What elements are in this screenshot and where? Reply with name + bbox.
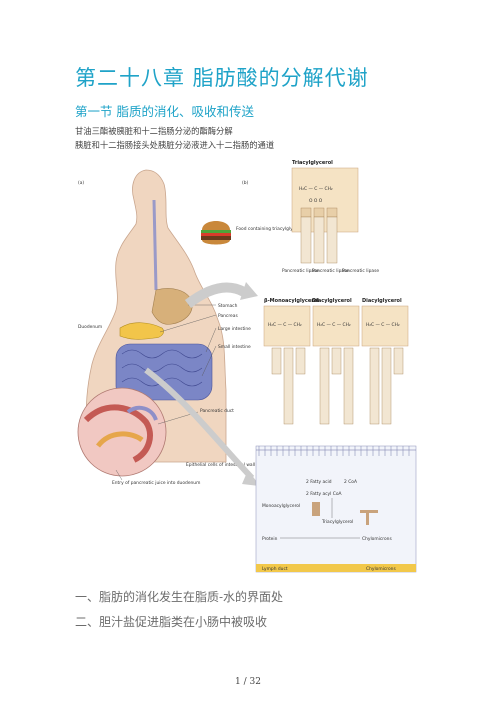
pancreatic-duct-label: Pancreatic duct — [200, 408, 234, 414]
lipid-digestion-figure: (a) (b) Stomach Pancreas Large intestine… — [77, 160, 417, 573]
svg-text:H₂C — C — CH₂: H₂C — C — CH₂ — [268, 322, 302, 328]
triacylglycerol-title: Triacylglycerol — [292, 160, 333, 166]
organ-label-stomach: Stomach — [218, 303, 238, 309]
triacylglycerol-molecule: Triacylglycerol H₂C — C — CH₂ O O O — [291, 160, 359, 264]
monoacylglycerol-label: Monoacylglycerol — [262, 503, 300, 509]
intestines — [115, 343, 213, 401]
esophagus — [152, 199, 158, 291]
product-label-1: β-Monoacylglycerol — [264, 298, 319, 304]
panel-b-label: (b) — [242, 180, 248, 186]
duodenum-label: Duodenum — [78, 324, 102, 330]
hamburger-icon — [201, 221, 231, 245]
chapter-title: 第二十八章 脂肪酸的分解代谢 — [75, 66, 369, 90]
svg-text:H₂C — C — CH₂: H₂C — C — CH₂ — [317, 322, 351, 328]
lipase-label-2: Pancreatic lipase — [312, 268, 349, 274]
product-label-3: Diacylglycerol — [362, 298, 402, 304]
chylomicrons-bottom-label: Chylomicrons — [366, 566, 396, 572]
lipase-label-1: Pancreatic lipase — [282, 268, 319, 274]
product-label-2: Diacylglycerol — [312, 298, 352, 304]
panel-a-label: (a) — [78, 180, 84, 186]
bullet-1: 一、脂肪的消化发生在脂质-水的界面处 — [75, 590, 284, 604]
svg-text:H₂C — C — CH₂: H₂C — C — CH₂ — [299, 186, 333, 192]
bullet-2: 二、胆汁盐促进脂类在小肠中被吸收 — [75, 615, 268, 629]
pancreatic-juice-label: Entry of pancreatic juice into duodenum — [112, 480, 200, 486]
stomach — [151, 288, 193, 325]
lymph-duct-label: Lymph duct — [262, 566, 288, 572]
chylomicron-icon — [360, 510, 378, 525]
organ-label-large-intestine: Large intestine — [218, 326, 251, 332]
duodenum-inset — [77, 387, 167, 477]
arrow-to-epithelium — [144, 367, 255, 481]
page-number: 1 / 32 — [235, 677, 261, 687]
triacylglycerol-cell-label: Triacylglycerol — [321, 519, 353, 525]
fatty-acid-label: 2 Fatty acid — [306, 479, 332, 485]
product-molecules: β-Monoacylglycerol Diacylglycerol Diacyl… — [263, 298, 409, 425]
epithelial-label: Epithelial cells of intestinal wall — [186, 462, 255, 468]
monoacylglycerol-icon — [312, 502, 320, 516]
fatty-acyl-label: 2 Fatty acyl CoA — [306, 491, 342, 497]
svg-text:O O O: O O O — [309, 198, 323, 204]
organ-label-pancreas: Pancreas — [218, 313, 238, 319]
organ-label-small-intestine: Small intestine — [218, 344, 251, 350]
protein-label: Protein — [262, 536, 278, 542]
section-title: 第一节 脂质的消化、吸收和传送 — [75, 104, 254, 119]
pancreas — [119, 322, 164, 340]
svg-text:H₂C — C — CH₂: H₂C — C — CH₂ — [366, 322, 400, 328]
lipase-label-3: Pancreatic lipase — [342, 268, 379, 274]
intro-line-2: 胰脏和十二指肠接头处胰脏分泌液进入十二指肠的通道 — [75, 140, 275, 150]
coa-label: 2 CoA — [344, 479, 357, 485]
food-label: Food containing triacylglycerols — [236, 226, 306, 232]
epithelial-cell-panel — [255, 445, 417, 573]
intro-line-1: 甘油三酯被胰脏和十二指肠分泌的酯酶分解 — [75, 126, 233, 136]
chylomicrons-label: Chylomicrons — [362, 536, 392, 542]
arrow-to-lipids — [184, 282, 247, 308]
